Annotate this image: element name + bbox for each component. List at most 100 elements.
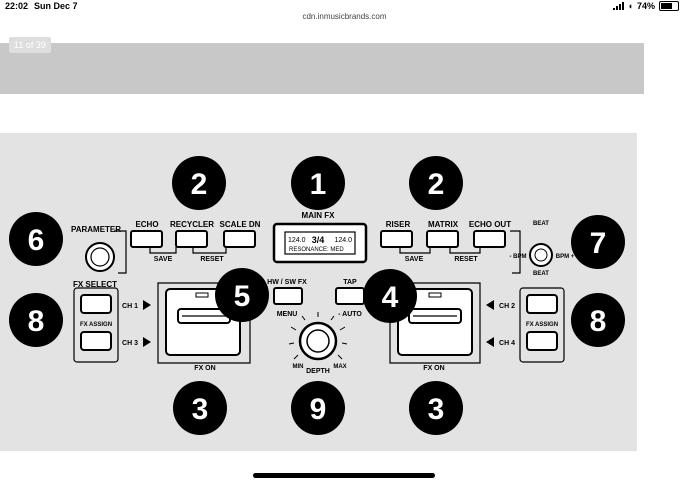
callout-3-right-number: 3 — [428, 393, 445, 426]
tap-button[interactable] — [335, 287, 365, 305]
fx-assign-ch1-button[interactable] — [80, 294, 112, 314]
ch2-arrow-icon — [486, 300, 494, 310]
echo-out-label: ECHO OUT — [469, 220, 511, 229]
ch4-label: CH 4 — [499, 340, 515, 347]
cellular-signal-icon — [612, 2, 624, 10]
bpm-minus-label: - BPM — [510, 254, 527, 260]
echo-out-button[interactable] — [473, 230, 506, 248]
fx-panel-diagram: PARAMETER FX SELECT ECHO RECYCLER SCALE … — [0, 133, 637, 451]
recycler-button[interactable] — [175, 230, 208, 248]
depth-min-label: MIN — [293, 364, 304, 370]
ch3-label: CH 3 — [122, 340, 138, 347]
ch1-label: CH 1 — [122, 303, 138, 310]
riser-button[interactable] — [380, 230, 413, 248]
wifi-icon: ◖ — [627, 1, 633, 11]
matrix-button[interactable] — [426, 230, 459, 248]
echo-label: ECHO — [135, 220, 158, 229]
status-bar: 22:02 Sun Dec 7 ◖ 74% — [0, 0, 689, 12]
callout-3-right — [409, 381, 463, 435]
callout-6-number: 6 — [28, 224, 45, 257]
callout-5-number: 5 — [234, 280, 251, 313]
save-right-label: SAVE — [405, 256, 424, 263]
reset-right-label: RESET — [454, 256, 478, 263]
callout-2-left-number: 2 — [191, 168, 208, 201]
callout-1-number: 1 — [310, 168, 327, 201]
callout-8-left-number: 8 — [28, 305, 45, 338]
battery-icon — [659, 1, 679, 11]
display-beat-fraction: 3/4 — [312, 235, 325, 245]
callout-9-number: 9 — [310, 393, 327, 426]
callout-8-left — [9, 293, 63, 347]
callout-2-right-number: 2 — [428, 168, 445, 201]
parameter-knob-inner — [90, 247, 110, 267]
depth-scale-ticks — [288, 312, 348, 360]
ch1-arrow-icon — [143, 300, 151, 310]
callout-3-left — [173, 381, 227, 435]
scale-dn-button[interactable] — [223, 230, 256, 248]
display-bpm-right: 124.0 — [334, 237, 352, 244]
status-indicators: ◖ 74% — [612, 1, 679, 11]
url-bar[interactable]: cdn.inmusicbrands.com — [302, 12, 387, 21]
fx-on-left-led — [195, 292, 209, 298]
depth-label: DEPTH — [306, 368, 330, 375]
menu-label: MENU — [277, 311, 298, 318]
callout-9 — [291, 381, 345, 435]
riser-label: RISER — [386, 220, 411, 229]
status-date: Sun Dec 7 — [34, 1, 78, 11]
callout-5 — [215, 268, 269, 322]
battery-percent: 74% — [636, 1, 655, 11]
callout-8-right — [571, 293, 625, 347]
save-left-label: SAVE — [154, 256, 173, 263]
hw-sw-fx-button[interactable] — [273, 287, 303, 305]
reset-left-label: RESET — [200, 256, 224, 263]
recycler-label: RECYCLER — [170, 220, 214, 229]
fx-assign-ch3-button[interactable] — [80, 331, 112, 351]
fx-assign-ch4-button[interactable] — [526, 331, 558, 351]
callout-4 — [363, 269, 417, 323]
callout-1 — [291, 156, 345, 210]
scale-dn-label: SCALE DN — [220, 220, 261, 229]
beat-bottom-label: BEAT — [533, 271, 549, 277]
bpm-plus-label: BPM + — [556, 254, 575, 260]
home-indicator[interactable] — [253, 473, 435, 478]
fx-assign-right-label: FX ASSIGN — [526, 322, 558, 328]
callout-3-left-number: 3 — [192, 393, 209, 426]
status-time: 22:02 — [5, 1, 29, 11]
bpm-knob-inner — [534, 248, 548, 262]
main-fx-screen — [284, 231, 356, 255]
bpm-knob[interactable] — [529, 243, 553, 267]
depth-max-label: MAX — [333, 364, 346, 370]
callout-4-number: 4 — [382, 281, 399, 314]
depth-knob[interactable] — [298, 321, 338, 361]
callout-8-right-number: 8 — [590, 305, 607, 338]
callout-2-left — [172, 156, 226, 210]
depth-knob-inner — [306, 329, 330, 353]
display-bpm-left: 124.0 — [288, 237, 306, 244]
fx-diagram-svg: PARAMETER FX SELECT ECHO RECYCLER SCALE … — [9, 156, 625, 435]
callout-6 — [9, 212, 63, 266]
hw-sw-fx-label: HW / SW FX — [267, 279, 307, 286]
image-banner — [0, 43, 644, 94]
matrix-label: MATRIX — [428, 220, 459, 229]
callout-2-right — [409, 156, 463, 210]
fx-on-left-label: FX ON — [194, 365, 215, 372]
callout-7 — [571, 215, 625, 269]
fx-select-label: FX SELECT — [73, 280, 117, 289]
tap-label: TAP — [343, 279, 357, 286]
fx-assign-ch2-button[interactable] — [526, 294, 558, 314]
echo-button[interactable] — [130, 230, 163, 248]
parameter-label: PARAMETER — [71, 225, 121, 234]
fx-assign-left-label: FX ASSIGN — [80, 322, 112, 328]
ch3-arrow-icon — [143, 337, 151, 347]
auto-label: - AUTO — [338, 311, 362, 318]
main-fx-label: MAIN FX — [302, 211, 336, 220]
beat-top-label: BEAT — [533, 221, 549, 227]
fx-on-right-led — [428, 292, 442, 298]
parameter-knob[interactable] — [85, 242, 115, 272]
display-resonance: RESONANCE: MED — [289, 247, 344, 253]
fx-on-right-label: FX ON — [423, 365, 444, 372]
ch2-label: CH 2 — [499, 303, 515, 310]
ch4-arrow-icon — [486, 337, 494, 347]
callout-7-number: 7 — [590, 227, 607, 260]
image-counter: 11 of 39 — [9, 37, 51, 53]
